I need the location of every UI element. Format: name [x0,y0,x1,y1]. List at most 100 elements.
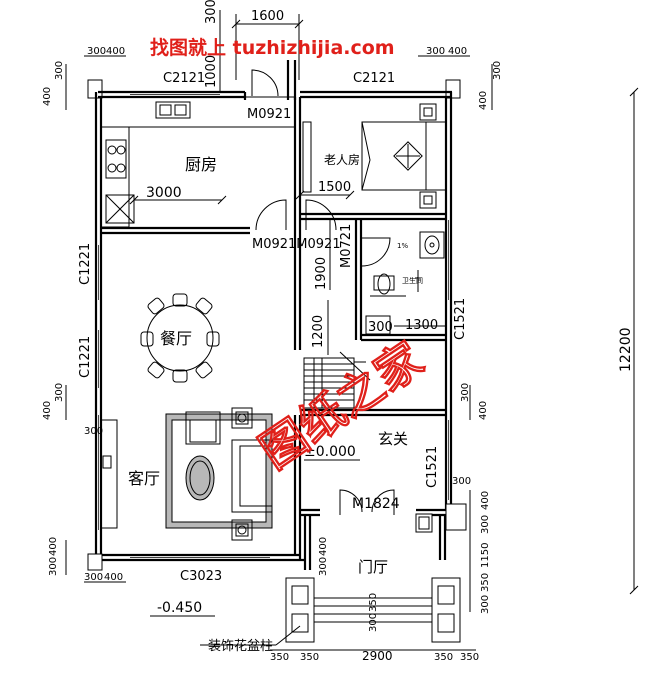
dim-350-b2: 350 [300,652,319,663]
dimension-bottom-left: 300 400 300 400 [48,537,126,583]
dimension-12200: 12200 [618,87,639,595]
dim-300-rm: 300 [460,383,471,402]
entry-door [300,489,451,533]
kitchen-counter [100,96,296,228]
interior-walls [101,97,446,560]
dim-300-r5: 300 [480,595,491,614]
dimension-3000: 3000 [129,185,227,205]
room-living: 客厅 [128,469,160,488]
dimension-left-mid: 300 400 300 [42,383,103,437]
room-foyer: 玄关 [378,430,408,448]
bed [361,103,447,209]
door-arc-m0921-right [305,199,337,231]
dimension-bottom: 350 350 2900 350 350 [270,649,479,663]
dim-300-rm2: 300 [452,476,471,487]
corner-column-tr [445,79,461,99]
room-entry-hall: 门厅 [358,558,388,576]
dim-400-r: 400 [480,491,491,510]
window-c3023-label: C3023 [180,569,222,584]
dimension-entry-left: 300 400 [318,537,329,576]
kitchen-back-door [243,60,297,100]
dim-300: 300 [426,46,445,57]
room-kitchen: 厨房 [185,155,217,174]
dim-2900: 2900 [362,649,393,663]
dim-1000-vertical: 1000 [204,55,219,88]
dimension-right-bottom: 400 300 1150 350 300 [469,490,491,614]
dim-1600: 1600 [251,9,284,24]
window-c1521-bottom-label: C1521 [425,446,440,488]
dim-1300: 1300 [405,318,438,333]
dining-table [140,293,220,383]
dimension-300-1300: 300 1300 [365,315,446,335]
door-m1824-label: M1824 [352,496,400,512]
door-m0921-pair-label: M0921M0921 [252,237,341,252]
dim-300-right: 300 [492,61,503,80]
planter-label: 装饰花盆柱 [208,638,273,654]
bathroom-fixtures [370,231,445,297]
dim-300-mid: 300 [368,320,393,335]
door-m0721-label: M0721 [339,224,354,268]
level-outside-text: -0.450 [157,600,202,616]
sofa-set [165,407,273,541]
porch [285,577,461,643]
level-floor: ±0.000 [304,444,356,460]
dim-350-b1: 350 [270,652,289,663]
dim-400: 400 [448,46,467,57]
slope-label: 1% [397,242,408,250]
tv-cabinet [100,419,118,529]
dimension-1500: 1500 [295,180,355,200]
dim-400-mid: 400 [478,401,489,420]
dim-300-left: 300 [54,61,65,80]
dim-300-vertical: 300 [204,0,219,24]
dim-3000: 3000 [146,185,182,201]
window-c1221-top-label: C1221 [78,243,93,285]
window-c2121-left-label: C2121 [163,71,205,86]
watermark-top: 找图就上 tuzhizhijia.com [150,36,395,59]
dimension-1200: 1200 [311,300,329,355]
dim-400-bl4: 400 [104,572,123,583]
door-m0921-kitchen-label: M0921 [247,107,291,122]
dim-300-bl3: 300 [84,572,103,583]
dimension-right-mid: 400 300 300 [452,383,489,487]
outer-walls [94,90,453,562]
dim-350-porch: 350 [368,593,379,612]
dim-300-ml: 300 [84,426,103,437]
door-arc-m0721 [361,237,391,267]
corner-column-bl [87,553,103,571]
dim-350-r: 350 [480,573,491,592]
room-dining: 餐厅 [160,329,192,348]
dim-300-fl: 300 [318,557,329,576]
dimension-1900: 1900 [314,219,331,290]
dim-300: 300 [87,46,106,57]
room-bathroom: 卫生间 [402,276,423,285]
dim-300-bl: 300 [48,557,59,576]
door-arc-m0921-left [255,199,287,231]
planter-leader [275,625,301,646]
dim-1200: 1200 [311,315,326,348]
entry-hall-walls [303,503,467,570]
dimension-top-right: 300 400 400 300 [418,46,503,110]
dimension-top-left: 300 400 300 400 [42,46,126,110]
dim-400-ml: 400 [318,537,329,556]
dim-12200: 12200 [618,327,634,372]
staircase [303,351,371,409]
porch-dims: 350 300 [368,593,379,632]
dim-350-b4: 350 [460,652,479,663]
dim-300-r: 300 [480,515,491,534]
dim-300-porch: 300 [368,613,379,632]
window-c1521-top-label: C1521 [453,298,468,340]
dim-1900: 1900 [314,257,329,290]
dim-400-left: 400 [42,87,53,106]
dim-400-bl: 400 [48,537,59,556]
dim-400-lm: 400 [42,401,53,420]
dim-300-lm: 300 [54,383,65,402]
dim-350-b3: 350 [434,652,453,663]
window-c1221-bottom-label: C1221 [78,336,93,378]
dim-400-right: 400 [478,91,489,110]
room-elder: 老人房 [324,152,360,167]
dim-1150: 1150 [480,543,491,568]
level-outside: -0.450 [150,600,215,617]
dim-400: 400 [106,46,125,57]
wardrobe [302,121,312,193]
